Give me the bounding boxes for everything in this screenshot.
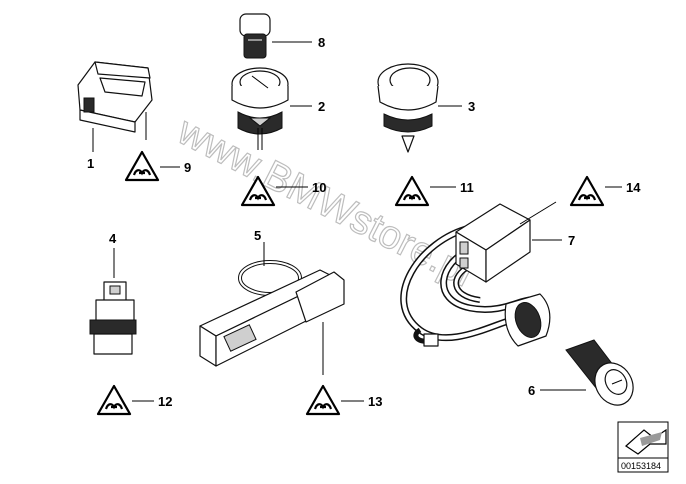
ref-label-8: 8 [318, 35, 325, 50]
ref-label-5: 5 [254, 228, 261, 243]
leader-7b [519, 201, 557, 225]
ref-label-11: 11 [460, 180, 474, 195]
part-5-module [199, 260, 345, 367]
ref-label-10: 10 [312, 180, 326, 195]
catalog-number: 00153184 [621, 461, 661, 471]
ref-label-3: 3 [468, 99, 475, 114]
warning-triangle-icon [394, 175, 430, 207]
warning-triangle-icon [305, 384, 341, 416]
part-8-bulb [239, 13, 271, 59]
ref-label-13: 13 [368, 394, 382, 409]
catalog-stamp: 00153184 [617, 421, 669, 473]
part-2-socket [231, 67, 289, 150]
ref-label-7: 7 [568, 233, 575, 248]
warning-triangle-icon [124, 150, 160, 182]
warning-triangle-icon [96, 384, 132, 416]
part-6-socket-insert [565, 339, 634, 406]
ref-label-2: 2 [318, 99, 325, 114]
ref-label-12: 12 [158, 394, 172, 409]
part-3-lighter [377, 63, 439, 153]
ref-label-4: 4 [109, 231, 117, 246]
warning-triangle-icon [569, 175, 605, 207]
ref-label-6: 6 [528, 383, 535, 398]
watermark-text: www.BMWstore.pl [170, 108, 480, 295]
ref-label-14: 14 [626, 180, 641, 195]
ref-label-9: 9 [184, 160, 191, 175]
part-1-switch [77, 61, 153, 133]
warning-triangle-icon [240, 175, 276, 207]
part-4-switch [89, 281, 137, 355]
part-7-harness [400, 203, 551, 347]
ref-label-1: 1 [87, 156, 94, 171]
